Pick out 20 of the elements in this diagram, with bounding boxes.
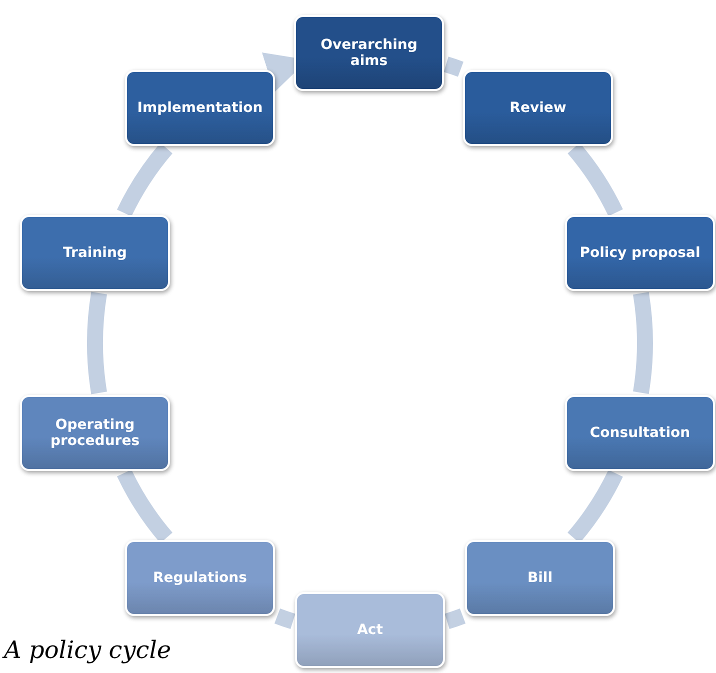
step-box: Training [20, 215, 170, 291]
cycle-ring-segment [567, 143, 623, 216]
caption: A policy cycle [4, 636, 172, 664]
cycle-ring-segment [444, 56, 464, 77]
step-box: Regulations [125, 540, 275, 616]
cycle-ring-segment [444, 608, 466, 630]
step-box: Review [463, 70, 613, 146]
step-box: Overarching aims [294, 15, 444, 91]
cycle-ring-segment [567, 470, 623, 543]
cycle-ring-segment [632, 292, 653, 394]
step-box: Act [295, 592, 445, 668]
step-box: Policy proposal [565, 215, 715, 291]
step-box: Bill [465, 540, 615, 616]
cycle-ring-segment [87, 292, 108, 394]
step-box: Consultation [565, 395, 715, 471]
cycle-ring-segment [274, 608, 296, 630]
cycle-ring-segment [117, 469, 173, 543]
step-box: Operating procedures [20, 395, 170, 471]
step-box: Implementation [125, 70, 275, 146]
cycle-ring-segment [117, 143, 173, 217]
